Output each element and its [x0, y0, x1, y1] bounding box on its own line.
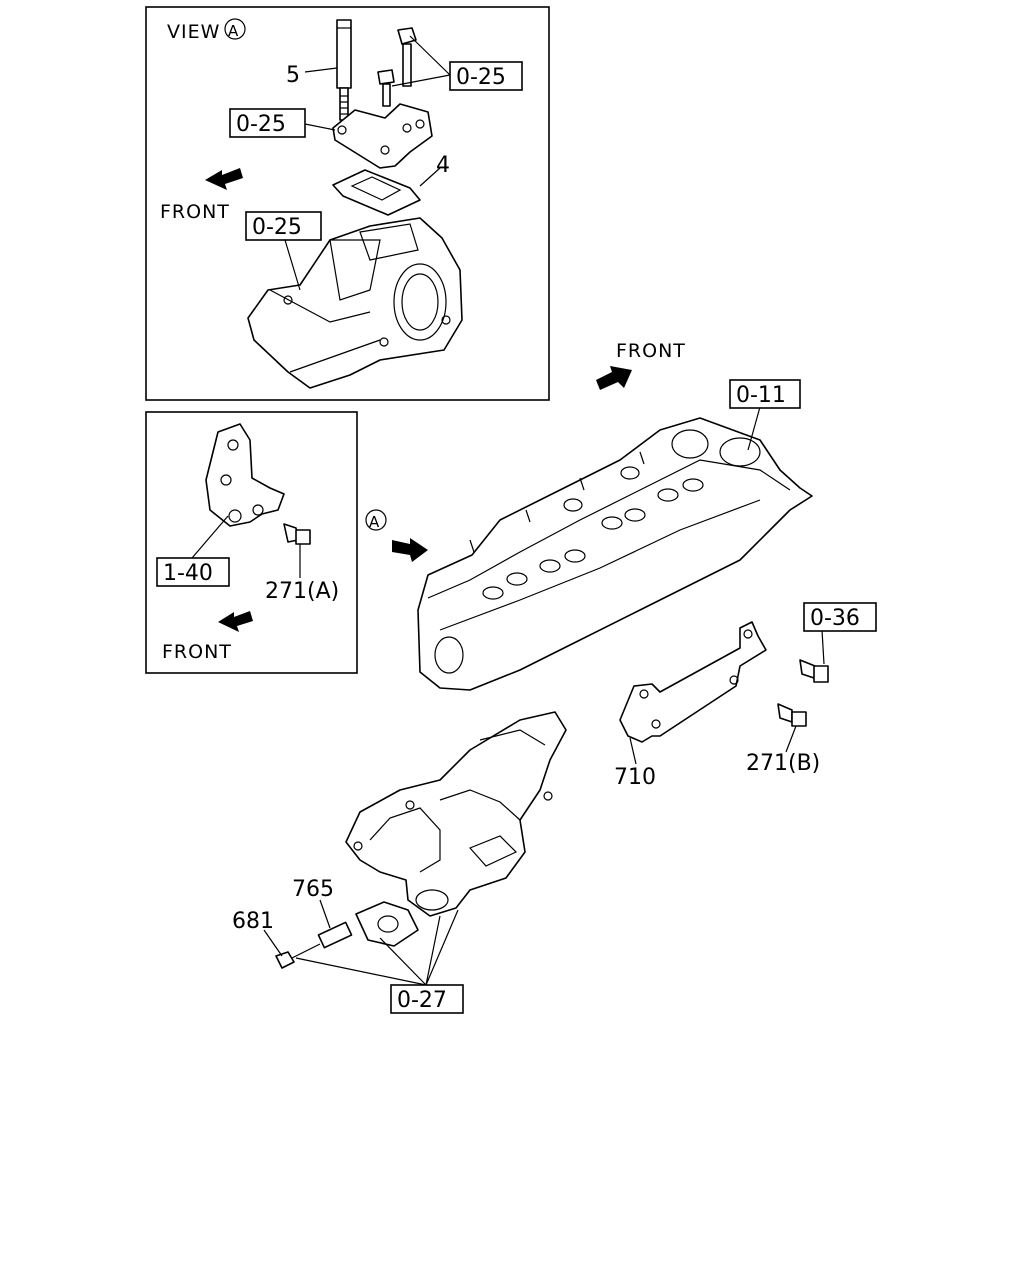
front-arrow-2 [218, 611, 253, 632]
leader-140 [191, 515, 229, 559]
view-marker: A [228, 22, 239, 40]
bracket-part [205, 423, 285, 527]
leader-681 [263, 929, 283, 957]
ref-140: 1-40 [163, 561, 213, 586]
exhaust-manifold [345, 711, 567, 917]
leader-710 [629, 737, 637, 765]
front-arrow-1 [205, 168, 243, 190]
ref-025-body: 0-25 [252, 215, 302, 240]
bolt-271b [777, 703, 807, 727]
label-271a: 271(A) [265, 579, 339, 604]
label-710: 710 [614, 765, 656, 790]
front-label-1: FRONT [160, 201, 230, 223]
label-part-5: 5 [286, 63, 300, 88]
view-marker-main-circle [365, 509, 387, 531]
heat-shield-part-710 [619, 621, 767, 743]
leader-025-body [284, 239, 301, 291]
front-label-2: FRONT [162, 641, 232, 663]
view-label: VIEW [167, 21, 220, 43]
leader-036 [821, 629, 825, 665]
view-marker-circle [224, 18, 246, 40]
cylinder-head [417, 417, 813, 691]
leader-027 [295, 909, 459, 986]
leader-025-left [304, 123, 336, 131]
front-arrow-3 [596, 366, 632, 390]
bracket-inset-frame [145, 411, 358, 674]
bolt-top [377, 69, 395, 107]
head-body-section [247, 217, 463, 389]
stud-part-5 [336, 19, 352, 121]
bolt-271a [283, 523, 311, 545]
leader-5 [304, 67, 338, 73]
gasket-part-4 [332, 169, 421, 216]
leader-025-top [391, 35, 451, 87]
ref-027: 0-27 [397, 988, 447, 1013]
label-part-4: 4 [436, 153, 450, 178]
bolt-036 [799, 659, 829, 683]
nut-top [397, 27, 417, 87]
label-681: 681 [232, 909, 274, 934]
leader-011 [747, 406, 761, 451]
marker-a-main: A [369, 513, 380, 531]
nut-part-681 [275, 943, 321, 969]
leader-271b [785, 725, 797, 753]
leader-765 [319, 899, 331, 929]
ref-025-left: 0-25 [236, 112, 286, 137]
view-a-frame [145, 6, 550, 401]
label-271b: 271(B) [746, 751, 820, 776]
ref-box-025-body [245, 211, 322, 241]
ref-box-140 [156, 557, 230, 587]
exhaust-gasket [355, 901, 419, 947]
front-label-3: FRONT [616, 340, 686, 362]
ref-036: 0-36 [810, 606, 860, 631]
ref-025-top: 0-25 [456, 65, 506, 90]
ref-box-027 [390, 984, 464, 1014]
ref-box-025-top [449, 61, 523, 91]
ref-box-011 [729, 379, 801, 409]
ref-011: 0-11 [736, 383, 786, 408]
ref-box-036 [803, 602, 877, 632]
stud-part-765 [317, 921, 353, 949]
flange-plate [332, 103, 433, 169]
view-a-arrow [392, 538, 428, 562]
leader-4 [419, 167, 441, 187]
ref-box-025-left [229, 108, 306, 138]
label-765: 765 [292, 877, 334, 902]
